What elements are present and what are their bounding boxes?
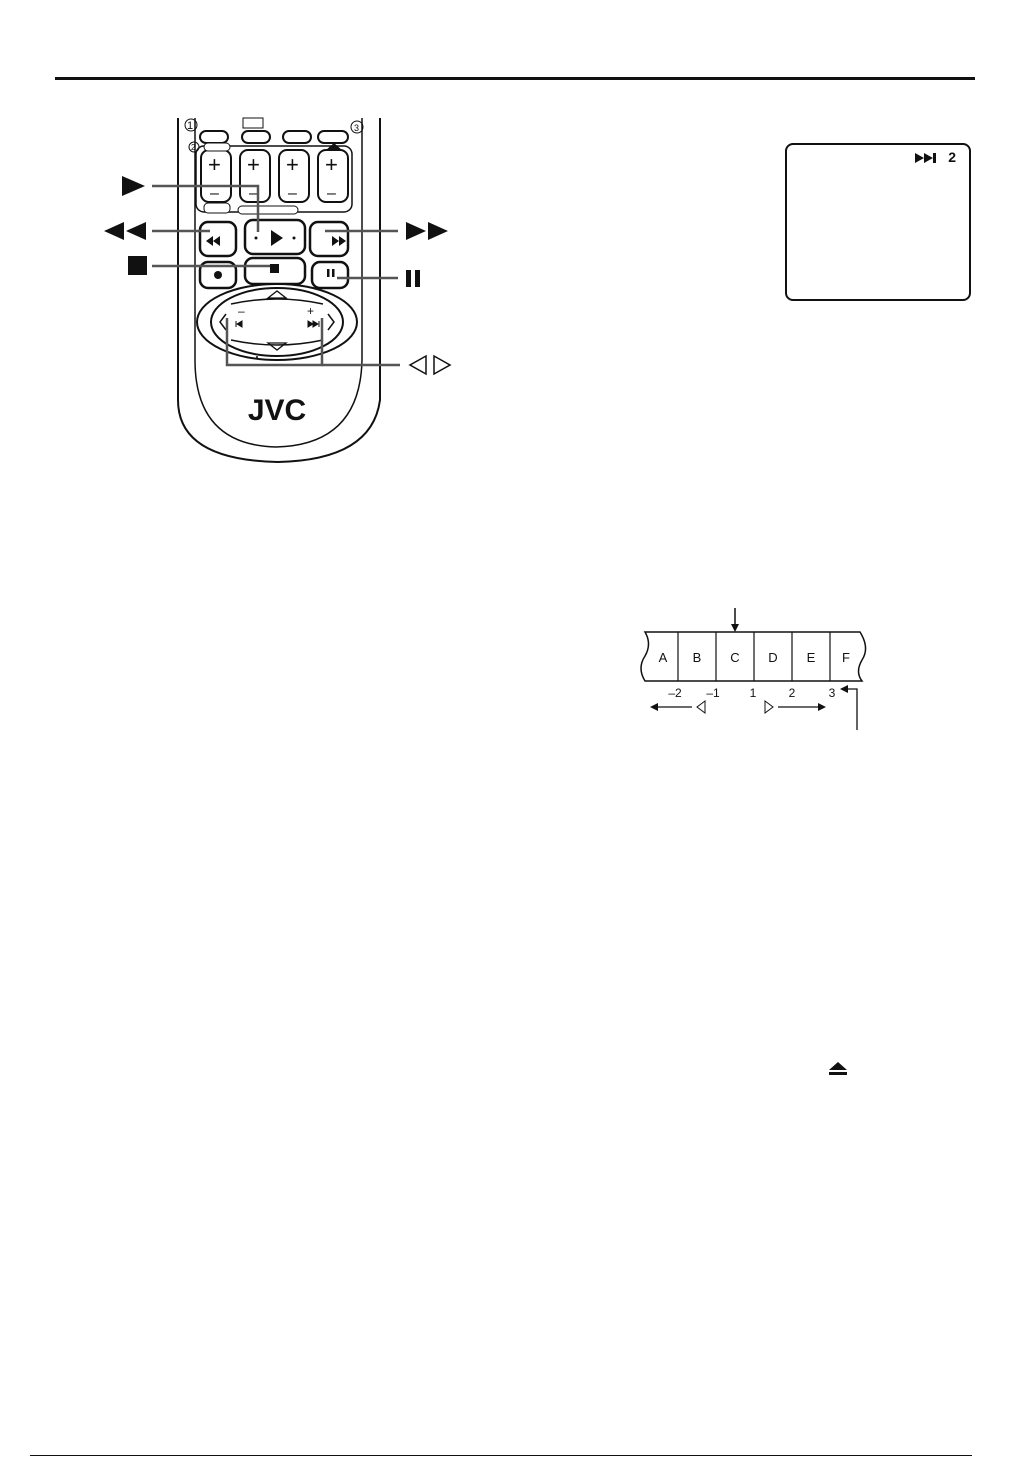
eject-icon [829, 1062, 847, 1070]
